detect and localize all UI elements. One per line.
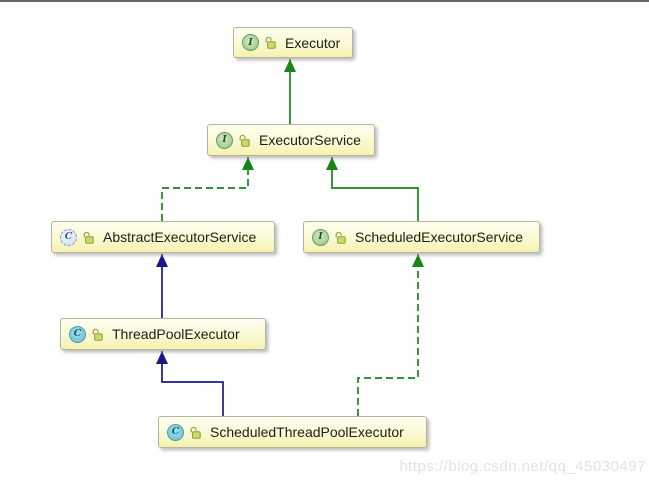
class-name-label: ScheduledThreadPoolExecutor bbox=[210, 424, 404, 440]
class-icon: C bbox=[167, 423, 184, 441]
class-node-abstract-executor-service[interactable]: C AbstractExecutorService bbox=[51, 221, 275, 253]
class-node-scheduled-thread-pool-executor[interactable]: C ScheduledThreadPoolExecutor bbox=[158, 416, 427, 448]
arrowhead-icon bbox=[284, 59, 296, 72]
class-name-label: ScheduledExecutorService bbox=[355, 229, 524, 245]
arrowhead-icon bbox=[326, 157, 338, 170]
public-lock-icon bbox=[190, 426, 201, 439]
public-lock-icon bbox=[265, 36, 276, 49]
class-name-label: ThreadPoolExecutor bbox=[112, 326, 240, 342]
interface-icon: I bbox=[242, 34, 259, 51]
arrowhead-icon bbox=[156, 351, 168, 364]
watermark: https://blog.csdn.net/qq_45030497 bbox=[399, 458, 646, 475]
class-node-scheduled-executor-service[interactable]: I ScheduledExecutorService bbox=[303, 221, 540, 253]
edge-abstractexecutorservice-implements-executorservice bbox=[161, 157, 254, 221]
public-lock-icon bbox=[239, 134, 250, 147]
edge-threadpoolexecutor-extends-abstractexecutorservice bbox=[156, 254, 168, 318]
abstract-class-icon: C bbox=[60, 228, 77, 246]
arrowhead-icon bbox=[156, 254, 168, 267]
edge-scheduledthreadpoolexecutor-extends-threadpoolexecutor bbox=[156, 351, 224, 416]
class-name-label: AbstractExecutorService bbox=[103, 229, 257, 245]
class-name-label: Executor bbox=[285, 34, 341, 51]
public-lock-icon bbox=[335, 231, 346, 244]
class-name-label: ExecutorService bbox=[259, 132, 361, 148]
class-node-executor[interactable]: I Executor bbox=[233, 27, 353, 58]
class-node-thread-pool-executor[interactable]: C ThreadPoolExecutor bbox=[60, 318, 266, 350]
edge-scheduledthreadpoolexecutor-implements-scheduledexecutorservice bbox=[357, 254, 424, 416]
public-lock-icon bbox=[92, 328, 103, 341]
public-lock-icon bbox=[83, 231, 94, 244]
edge-scheduledexecutorservice-extends-executorservice bbox=[326, 157, 419, 221]
arrowhead-icon bbox=[412, 254, 424, 267]
arrowhead-icon bbox=[242, 157, 254, 170]
top-border-line bbox=[0, 0, 649, 2]
class-node-executor-service[interactable]: I ExecutorService bbox=[207, 124, 375, 156]
interface-icon: I bbox=[312, 228, 329, 246]
edge-executorservice-extends-executor bbox=[284, 59, 296, 124]
interface-icon: I bbox=[216, 131, 233, 149]
class-icon: C bbox=[69, 325, 86, 343]
